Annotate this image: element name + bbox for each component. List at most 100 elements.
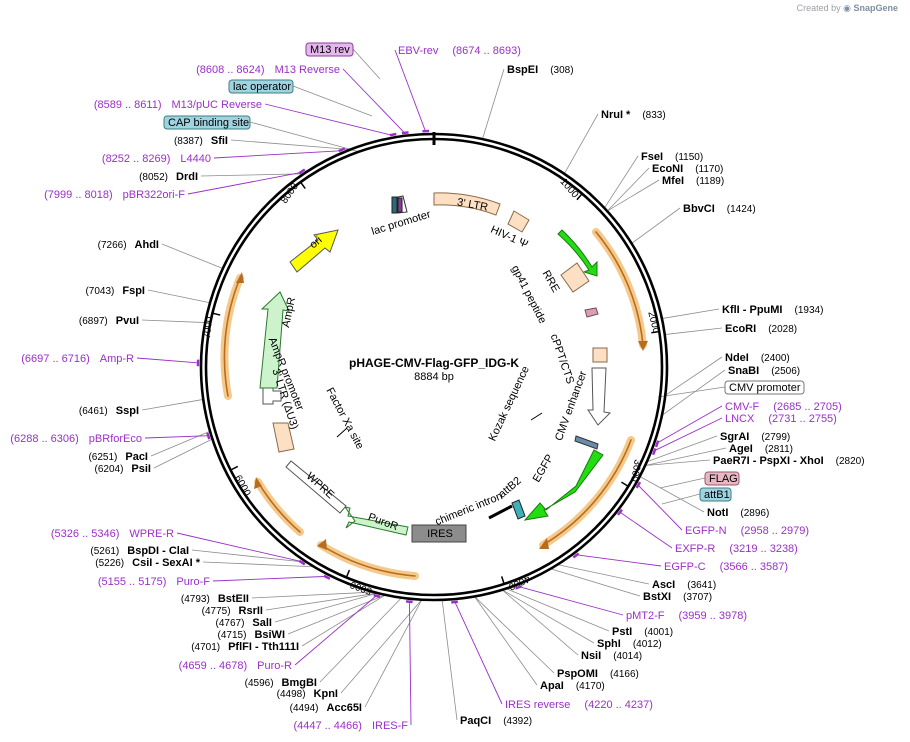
enzyme-site-ecori[interactable]: EcoRI(2028) bbox=[725, 323, 797, 335]
primer-ebv-rev[interactable]: EBV-rev(8674 .. 8693) bbox=[398, 45, 521, 57]
enzyme-site-apai[interactable]: ApaI(4170) bbox=[540, 680, 605, 692]
feature-box-cap-binding-site[interactable]: CAP binding site bbox=[163, 115, 251, 130]
primer-exfp-r[interactable]: EXFP-R(3219 .. 3238) bbox=[675, 543, 798, 555]
enzyme-position: (1934) bbox=[795, 305, 824, 316]
primer-m13-puc-reverse[interactable]: M13/pUC Reverse(8589 .. 8611) bbox=[94, 99, 262, 111]
primer-wpre-r[interactable]: WPRE-R(5326 .. 5346) bbox=[51, 528, 174, 540]
primer-leader bbox=[637, 484, 683, 531]
enzyme-position: (4392) bbox=[503, 716, 532, 727]
enzyme-site-econi[interactable]: EcoNI(1170) bbox=[652, 163, 723, 175]
primer-lncx[interactable]: LNCX(2731 .. 2755) bbox=[725, 413, 837, 425]
enzyme-site-sali[interactable]: SalI(4767) bbox=[216, 617, 272, 629]
enzyme-site-sfii[interactable]: SfiI(8387) bbox=[174, 135, 228, 147]
enzyme-site-bmgbi[interactable]: BmgBI(4596) bbox=[245, 677, 317, 689]
enzyme-site-sgrai[interactable]: SgrAI(2799) bbox=[720, 431, 790, 443]
enzyme-name: DrdI bbox=[176, 171, 198, 183]
enzyme-site-paqci[interactable]: PaqCI(4392) bbox=[460, 715, 532, 727]
enzyme-leader bbox=[230, 139, 351, 150]
primer-ires-f[interactable]: IRES-F(4447 .. 4466) bbox=[293, 720, 408, 732]
enzyme-site-ahdi[interactable]: AhdI(7266) bbox=[98, 239, 159, 251]
enzyme-site-kpni[interactable]: KpnI(4498) bbox=[277, 688, 338, 700]
enzyme-name: BsiWI bbox=[254, 629, 285, 641]
enzyme-site-drdi[interactable]: DrdI(8052) bbox=[139, 171, 198, 183]
enzyme-position: (5226) bbox=[95, 558, 124, 569]
enzyme-site-bstxi[interactable]: BstXI (3707) bbox=[643, 591, 712, 603]
enzyme-site-noti[interactable]: NotI(2896) bbox=[707, 507, 769, 519]
feature-label-chimeric-intron[interactable]: chimeric intron bbox=[433, 490, 504, 528]
feature-box-m13-rev[interactable]: M13 rev bbox=[305, 42, 354, 57]
enzyme-site-pflfi-tth111i[interactable]: PflFI - Tth111I(4701) bbox=[191, 641, 299, 653]
feature-label-kozak-sequence[interactable]: Kozak sequence bbox=[487, 364, 532, 443]
primer-leader bbox=[144, 435, 210, 439]
enzyme-site-bsteii[interactable]: BstEII(4793) bbox=[181, 593, 249, 605]
enzyme-site-mfei[interactable]: MfeI(1189) bbox=[662, 175, 724, 187]
enzyme-position: (3707) bbox=[683, 592, 712, 603]
feature-label-factor-xa-site[interactable]: Factor Xa site bbox=[323, 386, 365, 452]
enzyme-site-bsiwi[interactable]: BsiWI(4715) bbox=[218, 629, 285, 641]
scale-tick bbox=[211, 312, 221, 316]
enzyme-site-kfli-ppumi[interactable]: KflI - PpuMI(1934) bbox=[722, 304, 823, 316]
feature-label-egfp[interactable]: EGFP bbox=[531, 453, 556, 485]
primer-pmt2-f[interactable]: pMT2-F(3959 .. 3978) bbox=[626, 610, 747, 622]
enzyme-leader bbox=[141, 399, 204, 411]
enzyme-site-acc65i[interactable]: Acc65I(4494) bbox=[290, 702, 362, 714]
enzyme-site-bspdi-clai[interactable]: BspDI - ClaI(5261) bbox=[90, 545, 189, 557]
enzyme-site-snabi[interactable]: SnaBI(2506) bbox=[728, 365, 800, 377]
feature-box-flag[interactable]: FLAG bbox=[704, 471, 740, 486]
enzyme-site-ndei[interactable]: NdeI(2400) bbox=[725, 352, 790, 364]
enzyme-site-asci[interactable]: AscI(3641) bbox=[652, 579, 716, 591]
enzyme-site-bbvci[interactable]: BbvCI(1424) bbox=[683, 203, 756, 215]
feature-label-ires[interactable]: IRES bbox=[427, 528, 453, 540]
enzyme-site-fsei[interactable]: FseI(1150) bbox=[641, 151, 703, 163]
enzyme-site-psti[interactable]: PstI(4001) bbox=[612, 626, 673, 638]
enzyme-position: (7266) bbox=[98, 240, 127, 251]
enzyme-site-pspomi[interactable]: PspOMI(4166) bbox=[557, 668, 639, 680]
feature-label-3-ltr[interactable]: 3' LTR bbox=[456, 196, 489, 213]
enzyme-site-sphi[interactable]: SphI(4012) bbox=[597, 638, 662, 650]
enzyme-leader bbox=[645, 459, 711, 466]
box-frame bbox=[699, 487, 732, 502]
primer-pbrforeco[interactable]: pBRforEco(6288 .. 6306) bbox=[10, 433, 142, 445]
box-frame bbox=[724, 380, 805, 395]
feature-box-attb1[interactable]: attB1 bbox=[699, 487, 732, 502]
enzyme-site-fspi[interactable]: FspI(7043) bbox=[85, 285, 145, 297]
primer-amp-r[interactable]: Amp-R(6697 .. 6716) bbox=[21, 353, 134, 365]
feature-box-lac-operator[interactable]: lac operator bbox=[228, 79, 294, 94]
box-label: attB1 bbox=[704, 489, 730, 501]
primer-puro-f[interactable]: Puro-F(5155 .. 5175) bbox=[98, 576, 210, 588]
enzyme-position: (4701) bbox=[191, 642, 220, 653]
primer-egfp-c[interactable]: EGFP-C(3566 .. 3587) bbox=[664, 561, 788, 573]
enzyme-site-sspi[interactable]: SspI(6461) bbox=[79, 405, 139, 417]
enzyme-site-paci[interactable]: PacI(6251) bbox=[88, 451, 148, 463]
enzyme-leader bbox=[474, 596, 555, 674]
feature-label-rre[interactable]: RRE bbox=[540, 268, 562, 294]
primer-bind-mark bbox=[451, 600, 458, 604]
feature-label-cppt-cts[interactable]: cPPT/CTS bbox=[548, 333, 576, 386]
enzyme-site-nsii[interactable]: NsiI(4014) bbox=[581, 650, 642, 662]
enzyme-site-paer7i-pspxi-xhoi[interactable]: PaeR7I - PspXI - XhoI(2820) bbox=[713, 455, 865, 467]
enzyme-position: (2400) bbox=[761, 353, 790, 364]
primer-cmv-f[interactable]: CMV-F(2685 .. 2705) bbox=[725, 401, 842, 413]
primer-l4440[interactable]: L4440(8252 .. 8269) bbox=[102, 153, 211, 165]
box-frame bbox=[305, 42, 354, 57]
enzyme-site-nrui[interactable]: NruI *(833) bbox=[601, 109, 666, 121]
enzyme-site-agei[interactable]: AgeI(2811) bbox=[729, 443, 793, 455]
enzyme-site-psii[interactable]: PsiI(6204) bbox=[95, 463, 151, 475]
primer-egfp-n[interactable]: EGFP-N(2958 .. 2979) bbox=[685, 525, 809, 537]
enzyme-site-rsrii[interactable]: RsrII(4775) bbox=[202, 605, 263, 617]
primer-m13-reverse[interactable]: M13 Reverse(8608 .. 8624) bbox=[196, 64, 340, 76]
primer-leader bbox=[213, 150, 343, 159]
enzyme-leader bbox=[364, 599, 423, 708]
enzyme-leader bbox=[606, 179, 660, 212]
feature-box-cmv-promoter[interactable]: CMV promoter bbox=[724, 380, 805, 395]
primer-puro-r[interactable]: Puro-R(4659 .. 4678) bbox=[179, 660, 292, 672]
enzyme-name: BstXI bbox=[643, 591, 671, 603]
enzyme-site-csii-sexai[interactable]: CsiI - SexAI *(5226) bbox=[95, 557, 200, 569]
enzyme-site-pvui[interactable]: PvuI(6897) bbox=[79, 315, 139, 327]
primer-name: EGFP-C bbox=[664, 561, 706, 573]
primer-name: EGFP-N bbox=[685, 525, 727, 537]
primer-ires-reverse[interactable]: IRES reverse(4220 .. 4237) bbox=[505, 699, 653, 711]
enzyme-site-bspei[interactable]: BspEI(308) bbox=[507, 64, 574, 76]
primer-pbr322ori-f[interactable]: pBR322ori-F(7999 .. 8018) bbox=[44, 189, 185, 201]
